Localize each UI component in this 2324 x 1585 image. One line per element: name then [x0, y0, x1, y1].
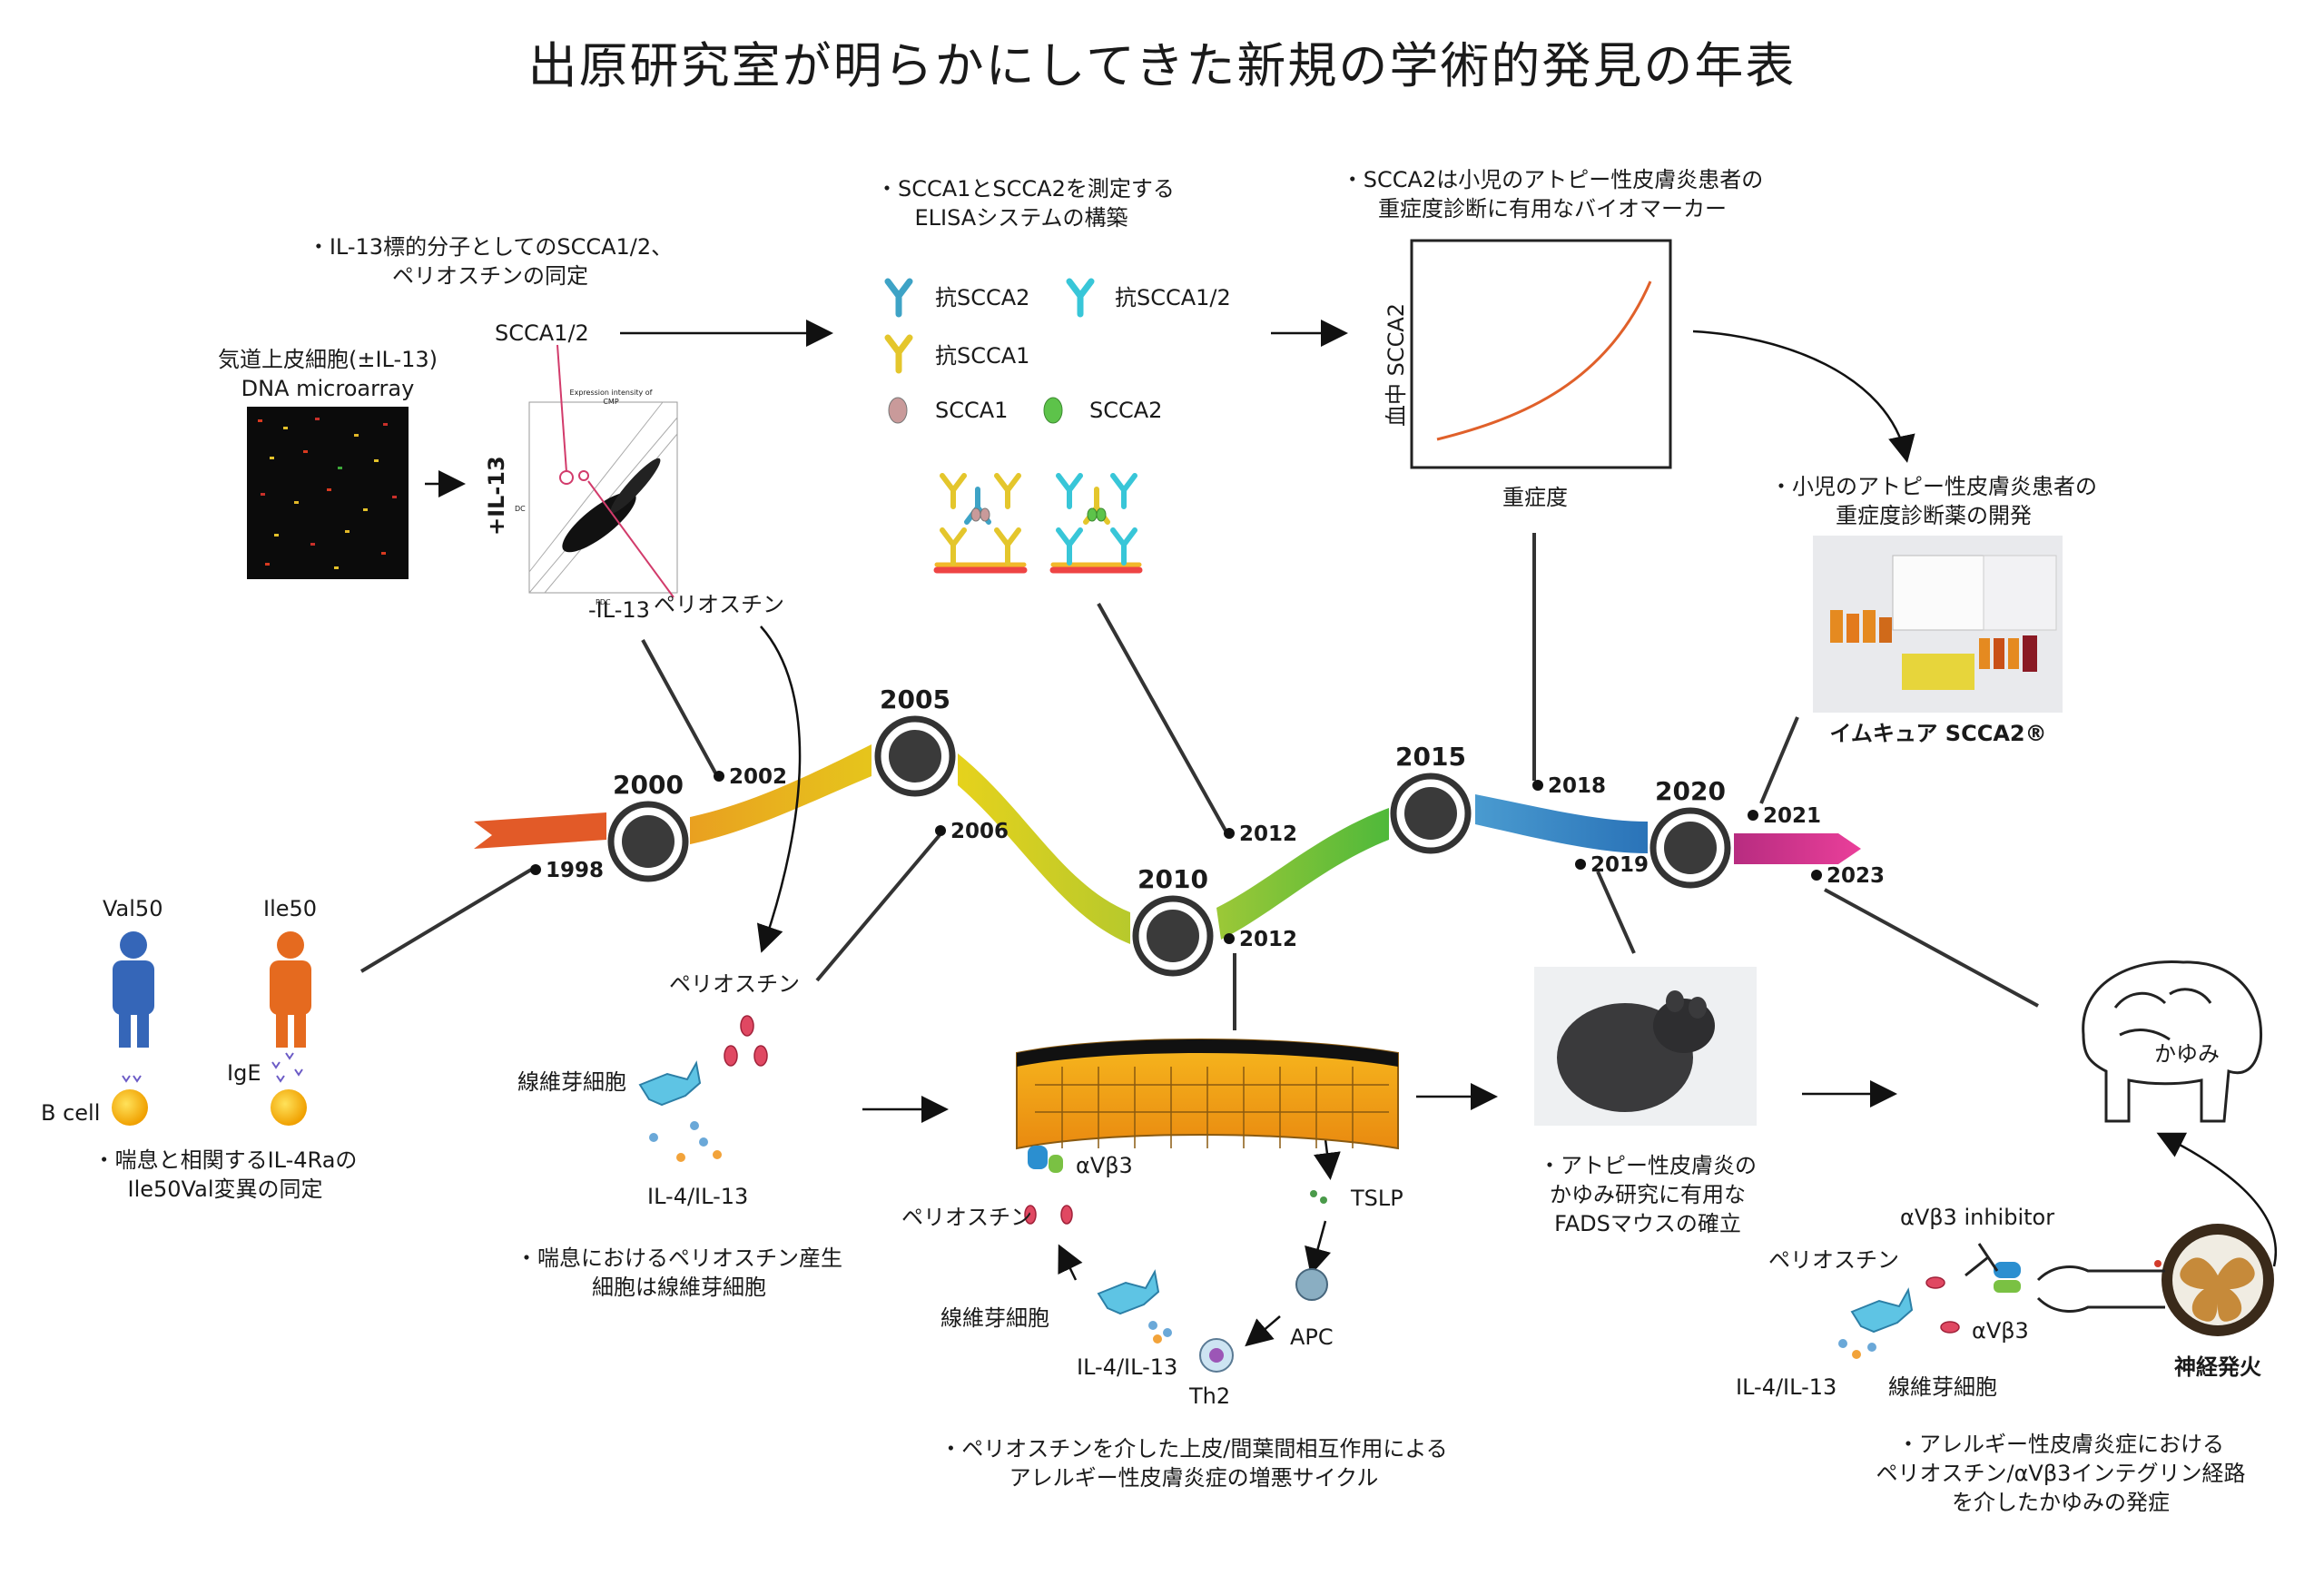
- marker-2018: 2018: [1532, 774, 1606, 798]
- scca-antigen-icons: [888, 397, 1063, 424]
- timeline-band: [474, 744, 1861, 944]
- val50-label: Val50: [103, 896, 163, 921]
- year-label: 2020: [1655, 776, 1726, 806]
- periostin-array-label: ペリオスチン: [654, 592, 784, 617]
- biomarker-caption: ・SCCA2は小児のアトピー性皮膚炎患者の 重症度診断に有用なバイオマーカー: [1341, 167, 1764, 222]
- event-connectors: [359, 533, 2039, 1030]
- scca2-label: SCCA2: [1089, 398, 1163, 423]
- microarray-image: [247, 407, 409, 579]
- itch-il-label: IL-4/IL-13: [1736, 1374, 1837, 1400]
- nerve-fiber-icon: [2036, 1265, 2165, 1313]
- ige-label: IgE: [227, 1060, 261, 1086]
- cycle-fibroblast-label: 線維芽細胞: [940, 1305, 1049, 1331]
- person-ile50-icon: [270, 931, 311, 1048]
- biomarker-y-label: 血中 SCCA2: [1384, 302, 1409, 427]
- marker-2012-a: 2012: [1224, 822, 1297, 846]
- inhibitor-label: αVβ3 inhibitor: [1900, 1205, 2055, 1230]
- year-circles: [607, 715, 1731, 977]
- page-title: 出原研究室が明らかにしてきた新規の学術的発見の年表: [527, 37, 1797, 94]
- fibroblast-icons: [638, 1060, 1914, 1334]
- scatter-pdc-label: PDC: [596, 598, 611, 606]
- antibody-icons: [884, 278, 1095, 374]
- anti-scca2-label: 抗SCCA2: [935, 285, 1030, 310]
- brain-icon: [2082, 960, 2263, 1123]
- marker-2012-b: 2012: [1224, 928, 1297, 951]
- nerve-firing-label: 神経発火: [2174, 1354, 2261, 1380]
- cycle-caption: ・ペリオスチンを介した上皮/間葉間相互作用による アレルギー性皮膚炎症の増悪サイ…: [940, 1436, 1448, 1491]
- flow-arrows: [425, 320, 2277, 1347]
- marker-2021: 2021: [1748, 804, 1821, 828]
- marker-2006: 2006: [935, 820, 1009, 843]
- scatter-y-label: +IL-13: [484, 456, 509, 536]
- scatter-title: Expression intensity of CMP: [569, 389, 653, 406]
- mouse-caption: ・アトピー性皮膚炎の かゆみ研究に有用な FADSマウスの確立: [1539, 1153, 1757, 1236]
- integrin-receptor-icon: [1028, 1146, 2021, 1293]
- scca1-label: SCCA1: [935, 398, 1009, 423]
- apc-th2-cells: [1199, 1268, 1328, 1373]
- year-label: 2005: [880, 684, 950, 714]
- scatter-x-label: -IL-13: [588, 597, 650, 623]
- th2-label: Th2: [1189, 1383, 1231, 1409]
- year-label: 2010: [1137, 864, 1208, 894]
- fibroblast-caption: ・喘息におけるペリオスチン産生 細胞は線維芽細胞: [516, 1245, 842, 1300]
- periostin-molecules: [724, 1015, 1960, 1334]
- spinal-cord-icon: [2154, 1224, 2274, 1336]
- marker-1998: 1998: [530, 859, 604, 882]
- cycle-periostin-label: ペリオスチン: [901, 1205, 1032, 1230]
- mouse-image: [1534, 967, 1757, 1126]
- itch-fibroblast-label: 線維芽細胞: [1888, 1374, 1997, 1400]
- marker-2023: 2023: [1811, 864, 1885, 888]
- tslp-label: TSLP: [1351, 1186, 1403, 1211]
- b-cell-icons: [112, 1052, 307, 1126]
- anti-scca1-label: 抗SCCA1: [935, 343, 1030, 369]
- biomarker-chart: [1410, 239, 1672, 469]
- itch-caption: ・アレルギー性皮膚炎症における ペリオスチン/αVβ3インテグリン経路 を介した…: [1876, 1432, 2246, 1515]
- year-label: 2015: [1395, 742, 1466, 772]
- skin-epithelium-icon: [1016, 1039, 1399, 1150]
- il4-il13-label: IL-4/IL-13: [647, 1184, 749, 1209]
- drug-caption: ・小児のアトピー性皮膚炎患者の 重症度診断薬の開発: [1770, 474, 2097, 528]
- periostin-label: ペリオスチン: [669, 971, 800, 997]
- genetics-caption: ・喘息と相関するIL-4Raの Ile50Val変異の同定: [93, 1147, 358, 1202]
- apc-label: APC: [1290, 1324, 1334, 1350]
- integrin-label: αVβ3: [1076, 1153, 1133, 1178]
- fibroblast-label: 線維芽細胞: [517, 1069, 626, 1095]
- microarray-caption: ・IL-13標的分子としてのSCCA1/2、 ペリオスチンの同定: [307, 234, 674, 289]
- cycle-il-label: IL-4/IL-13: [1077, 1354, 1178, 1380]
- anti-scca12-label: 抗SCCA1/2: [1115, 285, 1231, 310]
- product-name: イムキュア SCCA2®: [1829, 721, 2047, 746]
- cytokine-dots: [649, 1121, 1876, 1359]
- year-label: 2000: [613, 770, 684, 800]
- ile50-label: Ile50: [263, 896, 318, 921]
- itch-integrin-label: αVβ3: [1972, 1318, 2029, 1344]
- elisa-caption: ・SCCA1とSCCA2を測定する ELISAシステムの構築: [876, 176, 1175, 231]
- itch-periostin-label: ペリオスチン: [1768, 1247, 1899, 1273]
- inhibitor-bar-icon: [1965, 1243, 1999, 1277]
- marker-2019: 2019: [1575, 853, 1649, 877]
- scatter-dc-label: DC: [515, 505, 526, 513]
- scatter-plot: [528, 344, 678, 598]
- sandwich-elisa-icons: [933, 473, 1143, 574]
- brain-label: かゆみ: [2154, 1041, 2220, 1067]
- b-cell-label: B cell: [41, 1100, 101, 1126]
- person-val50-icon: [113, 931, 154, 1048]
- scca12-label: SCCA1/2: [495, 320, 589, 346]
- product-photo: [1813, 536, 2063, 713]
- biomarker-x-label: 重症度: [1502, 485, 1568, 510]
- microarray-label: 気道上皮細胞(±IL-13) DNA microarray: [217, 347, 438, 401]
- marker-2002: 2002: [714, 765, 787, 789]
